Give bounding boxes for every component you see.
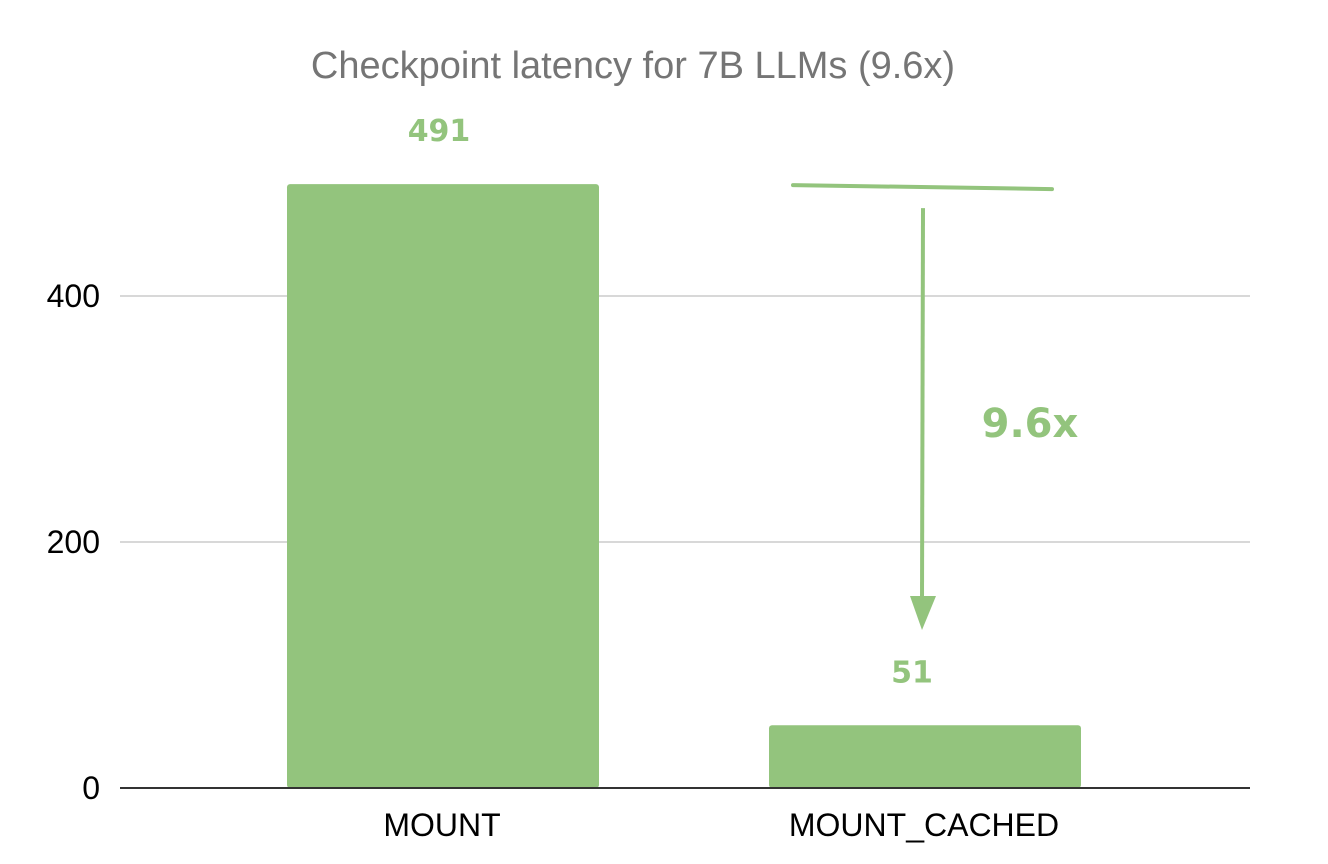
y-tick-label: 0 xyxy=(82,770,100,806)
x-tick-label: MOUNT xyxy=(383,807,500,843)
data-label: 51 xyxy=(891,655,933,690)
annotation-label: 9.6x xyxy=(982,401,1079,447)
data-labels: 491 51 xyxy=(408,114,933,690)
y-tick-label: 400 xyxy=(47,278,100,314)
data-label: 491 xyxy=(408,114,471,149)
chart-title: Checkpoint latency for 7B LLMs (9.6x) xyxy=(311,45,955,87)
annotations: 9.6x xyxy=(791,183,1079,630)
annotation-arrow-shaft xyxy=(920,208,925,601)
bar xyxy=(769,725,1081,788)
bar xyxy=(287,184,599,788)
annotation-arrow-head xyxy=(910,596,936,630)
annotation-reference-line xyxy=(791,183,1054,192)
y-tick-label: 200 xyxy=(47,524,100,560)
bars xyxy=(287,184,1081,788)
x-tick-label: MOUNT_CACHED xyxy=(789,807,1059,843)
